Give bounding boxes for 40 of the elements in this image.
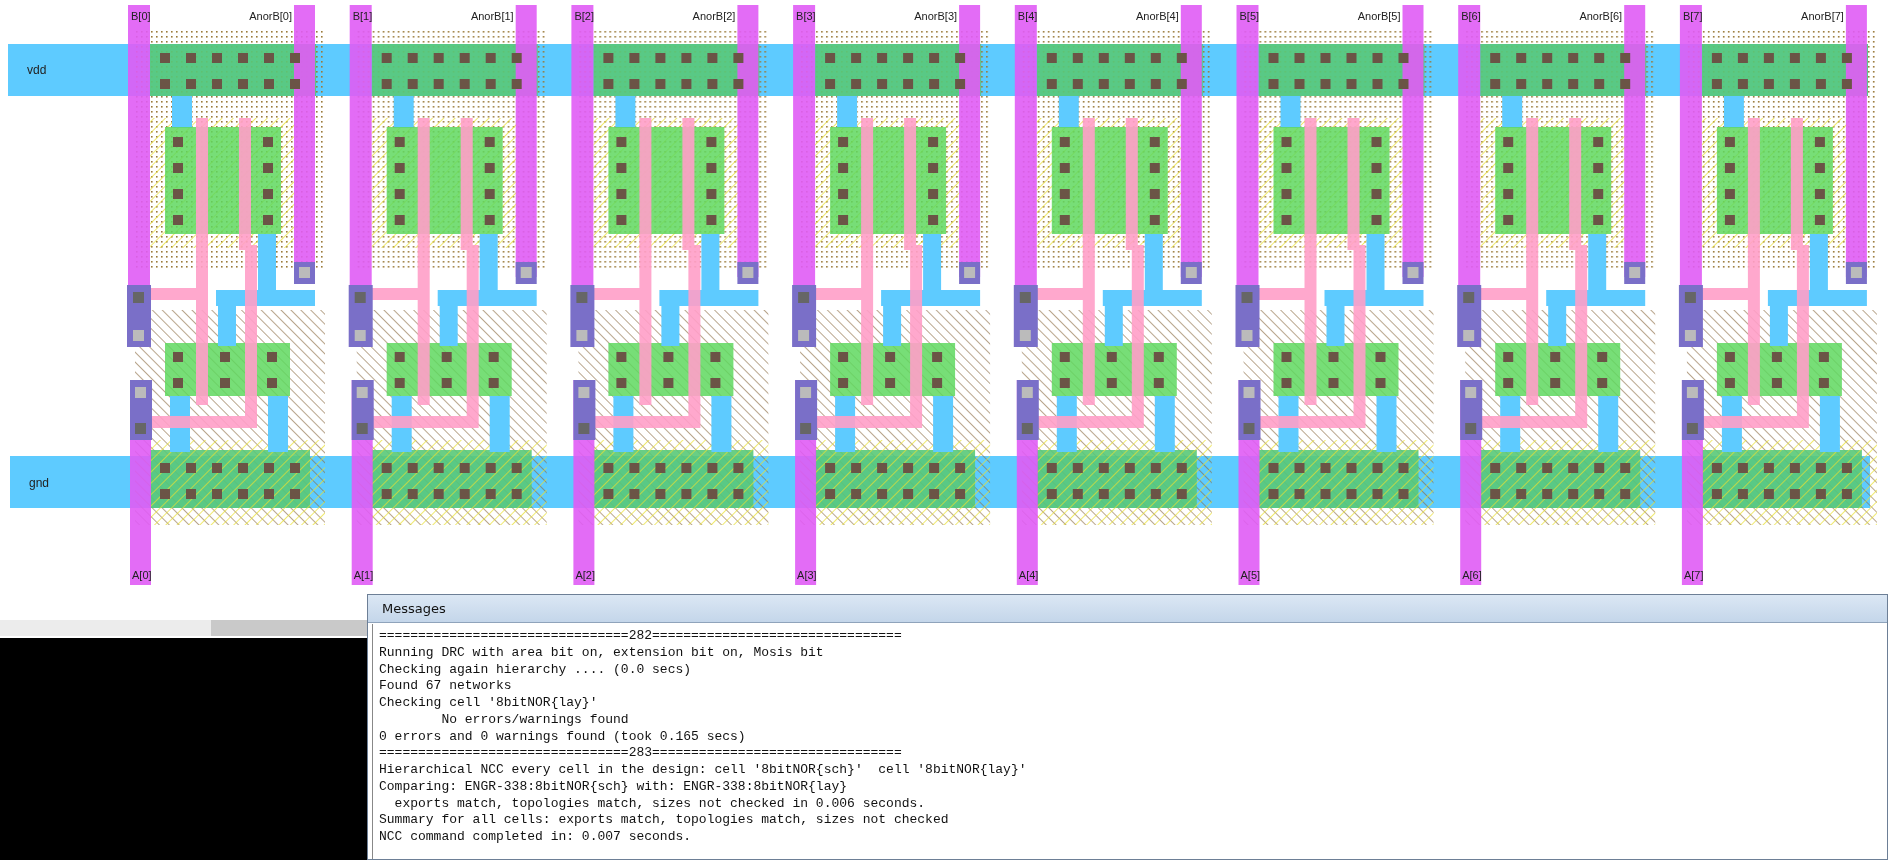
- pin-label: B[2]: [574, 10, 594, 23]
- pin-label: A[7]: [1683, 569, 1704, 582]
- pin-label: A[3]: [797, 569, 817, 582]
- log-line: exports match, topologies match, sizes not checked in 0.006 seconds.: [393, 795, 926, 812]
- pin-label: B[4]: [1017, 10, 1038, 23]
- pin-label: AnorB[0]: [248, 10, 292, 23]
- log-line: No errors/warnings found: [440, 711, 629, 728]
- pin-label: B[7]: [1682, 10, 1703, 23]
- pin-label: A[6]: [1462, 569, 1482, 582]
- log-line: Running DRC with area bit on, extension bit on, Mosis bit: [379, 644, 824, 661]
- pin-label: AnorB[7]: [1800, 10, 1844, 23]
- rail-label: vdd: [27, 63, 47, 77]
- pin-label: A[4]: [1018, 569, 1039, 582]
- pin-label: B[0]: [131, 10, 151, 23]
- pin-label: B[1]: [352, 10, 373, 23]
- rail-label: gnd: [29, 476, 50, 490]
- pin-label: B[3]: [796, 10, 816, 23]
- pin-label: AnorB[5]: [1356, 10, 1401, 23]
- log-line: 0 errors and 0 warnings found (took 0.165 secs): [379, 728, 746, 745]
- log-line: Hierarchical NCC every cell in the design: cell '8bitNOR{sch}' cell '8bitNOR{lay}': [379, 762, 1027, 778]
- pin-label: A[1]: [353, 569, 374, 582]
- log-line: Summary for all cells: exports match, topologies match, sizes not checked: [379, 812, 949, 829]
- pin-label: A[0]: [132, 569, 152, 582]
- log-line: Found 67 networks: [379, 678, 512, 695]
- window-title: Messages: [382, 601, 446, 616]
- pin-label: B[5]: [1239, 10, 1260, 23]
- pin-label: A[5]: [1240, 569, 1261, 582]
- pin-label: AnorB[1]: [469, 10, 514, 23]
- pin-label: AnorB[2]: [691, 10, 736, 23]
- log-line: ================================283================================: [379, 745, 902, 762]
- log-line: Comparing: ENGR-338:8bitNOR{sch} with: ENGR-338:8bitNOR{lay}: [379, 778, 848, 795]
- pin-label: AnorB[4]: [1135, 10, 1179, 23]
- pin-label: B[6]: [1461, 10, 1481, 23]
- pin-label: AnorB[6]: [1578, 10, 1623, 23]
- log-line: Checking cell '8bitNOR{lay}': [379, 695, 598, 711]
- pin-label: AnorB[3]: [913, 10, 958, 23]
- log-line: NCC command completed in: 0.007 seconds.: [379, 829, 692, 845]
- log-line: Checking again hierarchy .... (0.0 secs): [379, 661, 692, 678]
- log-line: ================================282================================: [379, 628, 902, 644]
- pin-label: A[2]: [575, 569, 595, 582]
